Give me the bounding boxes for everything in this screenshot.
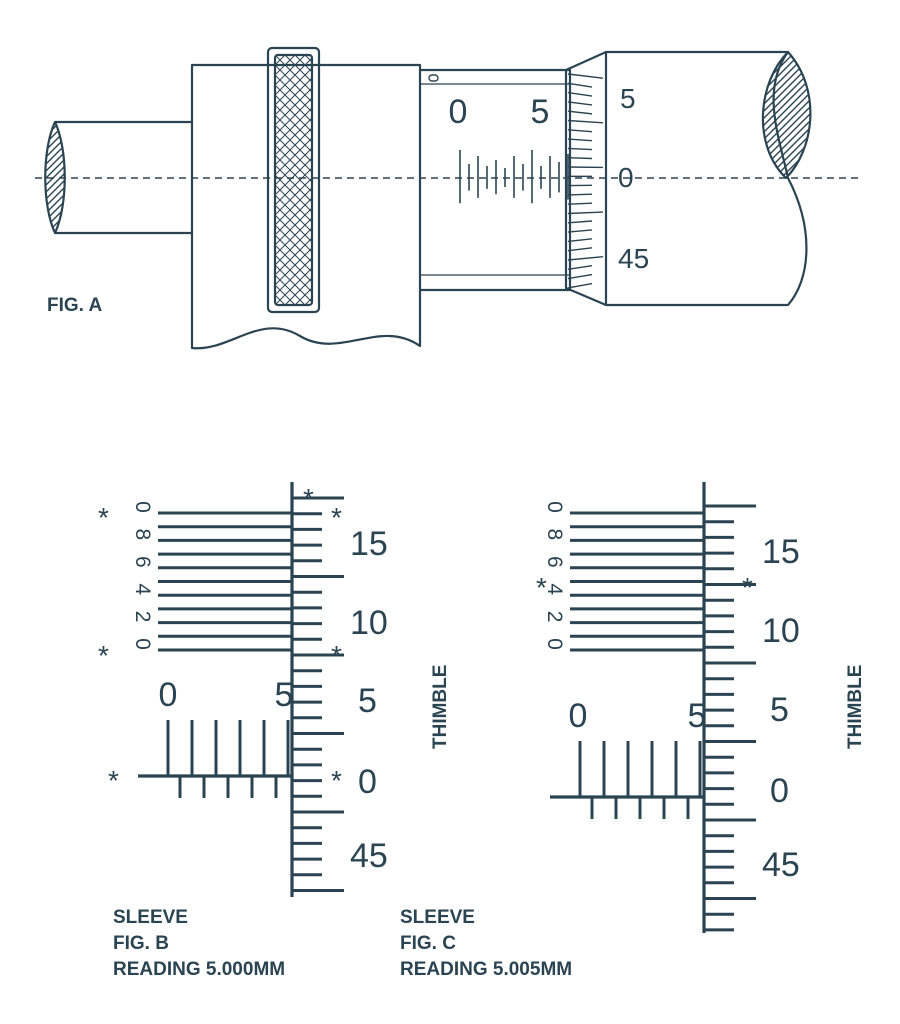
fig-a-thimble-number: 0 [618, 162, 634, 193]
fig-c-sleeve-number: 0 [569, 697, 588, 735]
fig-c-sleeve-label: SLEEVE [400, 907, 475, 928]
thimble-end-section [761, 50, 812, 180]
thimble-graduation [567, 73, 604, 79]
fig-c-thimble-label: THIMBLE [845, 665, 866, 749]
vernier-number: 4 [131, 583, 154, 595]
thimble-graduation [567, 157, 593, 160]
vernier-number: 8 [131, 529, 154, 541]
fig-b-thimble-number: 10 [350, 604, 388, 642]
fig-c-vernier-lines [570, 511, 704, 652]
vernier-number: 6 [131, 556, 154, 568]
fig-b-sleeve-label: SLEEVE [113, 907, 188, 928]
fig-b-thimble-number: 0 [358, 763, 377, 801]
fig-c-label: FIG. C [400, 933, 456, 954]
fig-c-caption: SLEEVE FIG. C READING 5.005MM [400, 905, 572, 983]
vernier-number: 2 [543, 611, 566, 623]
thimble-graduation [567, 202, 593, 205]
spindle [55, 120, 192, 235]
fig-b-caption: SLEEVE FIG. B READING 5.000MM [113, 905, 285, 983]
vernier-number: 4 [543, 583, 566, 595]
fig-b-vernier-numbers: 0 8 6 4 2 0 [131, 501, 154, 650]
thimble-graduation [567, 82, 593, 88]
thimble-graduation [567, 110, 593, 115]
thimble-graduation [567, 129, 593, 133]
thimble-graduation [567, 282, 593, 289]
vernier-number: 8 [543, 529, 566, 541]
fig-b-thimble-ticks [292, 496, 344, 892]
fig-b-sleeve-number: 5 [275, 676, 294, 714]
fig-c-reading: READING 5.005MM [400, 959, 573, 980]
fig-b-thimble-number: 15 [350, 525, 388, 563]
knurled-lock-ring [266, 46, 321, 314]
fig-c-thimble-number: 0 [770, 772, 789, 810]
fig-c-coincidence-star: * [742, 572, 753, 603]
fig-a-scale-ticks [459, 150, 569, 204]
fig-a-sleeve-number: 5 [531, 93, 550, 131]
fig-b-coincidence-star: * [331, 502, 342, 533]
vernier-number: 0 [543, 501, 566, 513]
fig-b-scale [138, 482, 344, 897]
fig-b-coincidence-star: * [331, 640, 342, 671]
fig-c-thimble-number: 45 [762, 846, 800, 884]
knurled-lock-ring-pattern [273, 53, 314, 307]
vernier-number: 0 [543, 638, 566, 650]
thimble-graduation [567, 273, 593, 280]
thimble-graduation [567, 101, 593, 106]
fig-b-thimble-number: 45 [350, 837, 388, 875]
fig-b-coincidence-star: * [98, 640, 109, 671]
thimble-graduation [567, 220, 593, 224]
thimble-graduation [567, 264, 593, 270]
thimble-graduation [567, 91, 593, 97]
fig-c-thimble-number: 15 [762, 533, 800, 571]
fig-b-sleeve-ticks [166, 720, 290, 798]
fig-c-vernier-numbers: 0 8 6 4 2 0 [543, 501, 566, 650]
vernier-number: 0 [131, 501, 154, 513]
fig-b-vernier-lines [158, 511, 292, 652]
fig-b-coincidence-star: * [331, 765, 342, 796]
fig-b-reading: READING 5.000MM [113, 959, 286, 980]
thimble-graduation [567, 238, 593, 243]
fig-c-sleeve-ticks [578, 741, 702, 819]
vernier-number: 0 [131, 638, 154, 650]
thimble-graduation [567, 147, 593, 151]
fig-c-thimble-number: 10 [762, 612, 800, 650]
fig-b-coincidence-star: * [108, 765, 119, 796]
thimble-graduation [567, 229, 593, 233]
fig-c-thimble-number: 5 [770, 691, 789, 729]
thimble-graduation [567, 119, 604, 124]
sleeve-body [420, 68, 572, 292]
frame-body [190, 63, 422, 350]
fig-c-coincidence-star: * [536, 572, 547, 603]
fig-a-thimble-number: 45 [618, 243, 649, 274]
thimble-graduation [567, 138, 593, 142]
thimble-graduation [567, 211, 604, 215]
fig-b-coincidence-star: * [98, 502, 109, 533]
fig-a-sleeve-number: 0 [449, 93, 468, 131]
thimble-graduation [567, 193, 593, 196]
fig-c-thimble-ticks [704, 504, 756, 932]
fig-b-coincidence-star: * [303, 483, 314, 514]
fig-b-thimble-number: 5 [358, 682, 377, 720]
thimble-graduation [567, 256, 604, 261]
vernier-number: 6 [543, 556, 566, 568]
spindle-end-section [44, 120, 66, 235]
fig-a-label: FIG. A [47, 295, 103, 316]
thimble-graduation [567, 247, 593, 252]
fig-b-thimble-label: THIMBLE [430, 665, 451, 749]
vernier-number: 2 [131, 611, 154, 623]
fig-a-thimble-number: 5 [620, 83, 636, 114]
fig-b-sleeve-number: 0 [159, 676, 178, 714]
fig-b-label: FIG. B [113, 933, 169, 954]
fig-a-micrometer [35, 46, 862, 350]
fig-c-scale [550, 482, 756, 933]
fig-c-sleeve-number: 5 [688, 697, 707, 735]
fig-a-thimble-graduations [567, 73, 604, 289]
